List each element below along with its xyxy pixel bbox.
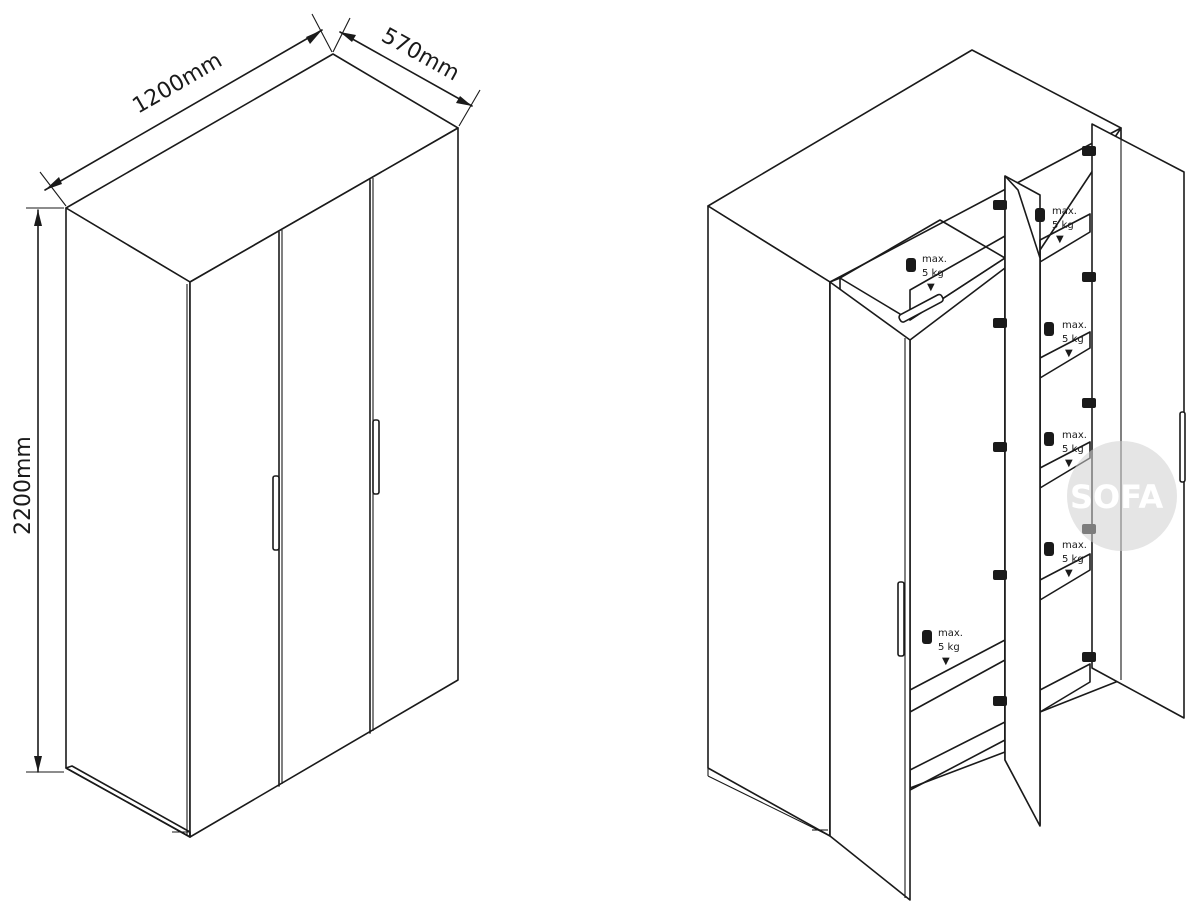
- svg-text:max.: max.: [922, 254, 947, 265]
- sofa-watermark: SOFA: [1067, 441, 1177, 551]
- weight-icon: [1044, 432, 1054, 446]
- weight-icon: [1035, 208, 1045, 222]
- height-label: 2200mm: [11, 436, 36, 535]
- svg-text:5 kg: 5 kg: [1062, 554, 1084, 565]
- handle-icon: [372, 419, 380, 495]
- weight-icon: [906, 258, 916, 272]
- down-arrow-icon: ▼: [1065, 568, 1073, 579]
- svg-text:SOFA: SOFA: [1070, 478, 1163, 516]
- down-arrow-icon: ▼: [1056, 234, 1064, 245]
- svg-text:5 kg: 5 kg: [1052, 220, 1074, 231]
- handle-icon: [1179, 411, 1186, 483]
- load-label-top-left: max. 5 kg ▼: [906, 254, 947, 293]
- down-arrow-icon: ▼: [1065, 348, 1073, 359]
- open-wardrobe: max. 5 kg ▼ max. 5 kg ▼ max. 5 kg ▼ max.…: [707, 49, 1186, 901]
- load-label-right-1: max. 5 kg ▼: [1035, 206, 1077, 245]
- svg-text:5 kg: 5 kg: [1062, 444, 1084, 455]
- weight-icon: [1044, 322, 1054, 336]
- closed-wardrobe: 1200mm 570mm 2200mm: [11, 13, 481, 838]
- down-arrow-icon: ▼: [942, 656, 950, 667]
- svg-text:5 kg: 5 kg: [1062, 334, 1084, 345]
- load-label-right-2: max. 5 kg ▼: [1044, 320, 1087, 359]
- handle-icon: [897, 581, 905, 657]
- load-label-right-4: max. 5 kg ▼: [1044, 540, 1087, 579]
- right-door: [1091, 123, 1185, 719]
- load-label-right-3: max. 5 kg ▼: [1044, 430, 1087, 469]
- weight-icon: [922, 630, 932, 644]
- svg-text:max.: max.: [1052, 206, 1077, 217]
- left-door: [829, 281, 911, 901]
- svg-text:max.: max.: [1062, 430, 1087, 441]
- handle-icon: [272, 475, 280, 551]
- down-arrow-icon: ▼: [927, 282, 935, 293]
- svg-text:max.: max.: [1062, 320, 1087, 331]
- weight-icon: [1044, 542, 1054, 556]
- load-label-bottom-left: max. 5 kg ▼: [922, 628, 963, 667]
- middle-door: [1004, 175, 1041, 827]
- svg-text:5 kg: 5 kg: [938, 642, 960, 653]
- svg-text:5 kg: 5 kg: [922, 268, 944, 279]
- svg-text:max.: max.: [1062, 540, 1087, 551]
- width-label: 1200mm: [129, 48, 227, 119]
- height-dimension: 2200mm: [11, 207, 64, 773]
- down-arrow-icon: ▼: [1065, 458, 1073, 469]
- svg-text:max.: max.: [938, 628, 963, 639]
